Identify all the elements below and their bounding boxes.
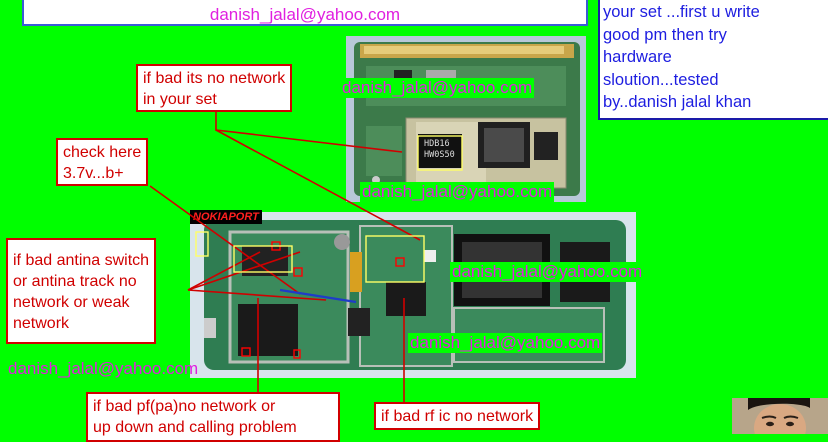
note-line: good pm then try — [603, 25, 727, 44]
callout-line: network — [13, 315, 70, 332]
callout-line: 3.7v...b+ — [63, 165, 124, 182]
chip-hdb16: HDB16 HW0S50 — [418, 134, 462, 168]
watermark-email: danish_jalal@yahoo.com — [408, 333, 603, 353]
watermark-email: danish_jalal@yahoo.com — [360, 182, 555, 202]
callout-line: check here — [63, 144, 142, 161]
callout-line: or antina track no — [13, 273, 137, 290]
note-box: your set ...first u write good pm then t… — [598, 0, 828, 120]
note-line: by..danish jalal khan — [603, 93, 752, 111]
callout-line: network or weak — [13, 294, 130, 311]
logo-text: NOKIAPORT — [193, 211, 259, 223]
callout-line: if bad antina switch — [13, 252, 150, 269]
note-line: your set ...first u write — [603, 3, 760, 21]
callout-line: up down and calling problem — [93, 419, 297, 436]
watermark-email: danish_jalal@yahoo.com — [450, 262, 645, 282]
callout-antenna: if bad antina switch or antina track no … — [6, 238, 157, 344]
email-banner: danish_jalal@yahoo.com — [22, 0, 588, 26]
callout-pa: if bad pf(pa)no network or up down and c… — [86, 392, 340, 442]
callout-line: if bad pf(pa)no network or — [93, 398, 276, 415]
callout-line: in your set — [143, 91, 217, 108]
callout-check: check here 3.7v...b+ — [56, 138, 149, 186]
pcb-top-image — [346, 36, 586, 202]
author-photo — [732, 398, 828, 434]
pcb-main-image — [190, 212, 636, 378]
callout-line: if bad rf ic no network — [381, 408, 534, 425]
watermark-email: danish_jalal@yahoo.com — [8, 359, 199, 378]
banner-email: danish_jalal@yahoo.com — [209, 5, 401, 24]
callout-line: if bad its no network — [143, 70, 286, 87]
note-line: hardware — [603, 48, 672, 66]
nokiaport-logo: NOKIAPORT — [190, 210, 262, 224]
watermark-email: danish_jalal@yahoo.com — [340, 78, 535, 98]
chip-line: HW0S50 — [424, 150, 455, 160]
callout-rf: if bad rf ic no network — [374, 402, 541, 430]
callout-network: if bad its no network in your set — [136, 64, 293, 112]
chip-line: HDB16 — [424, 139, 450, 149]
note-line: sloution...tested — [603, 70, 719, 89]
